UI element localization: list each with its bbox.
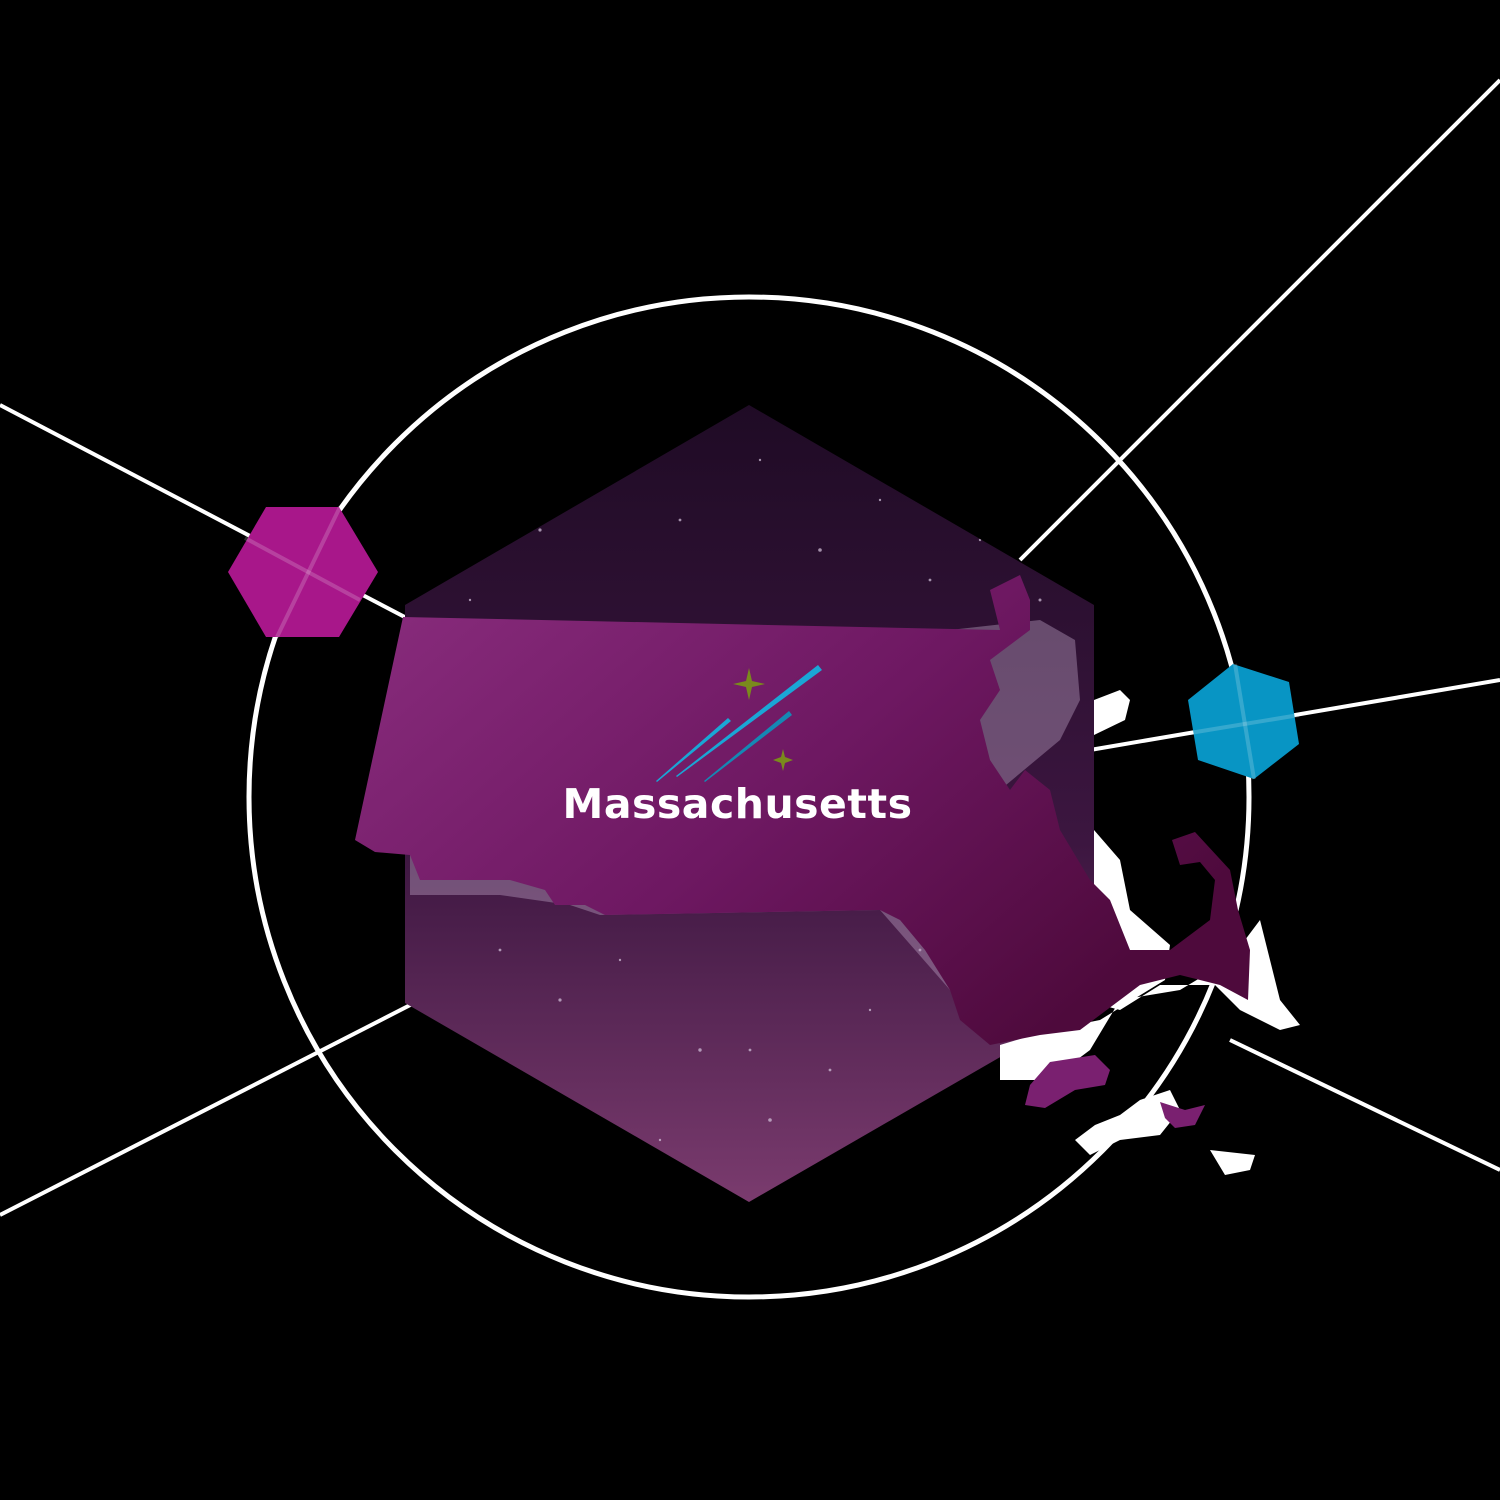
state-title: Massachusetts xyxy=(562,780,913,828)
orbit-circle xyxy=(246,294,1252,1300)
island-marthas-vineyard xyxy=(1025,1055,1110,1108)
massachusetts-state-shape xyxy=(355,575,1250,1045)
magenta-hexagon xyxy=(228,506,378,638)
sparkle-icon xyxy=(773,749,793,771)
blue-hexagon xyxy=(1188,663,1300,780)
island-nantucket xyxy=(1160,1102,1205,1128)
shooting-star-logo-icon xyxy=(656,665,822,782)
sparkle-icon xyxy=(733,668,765,700)
